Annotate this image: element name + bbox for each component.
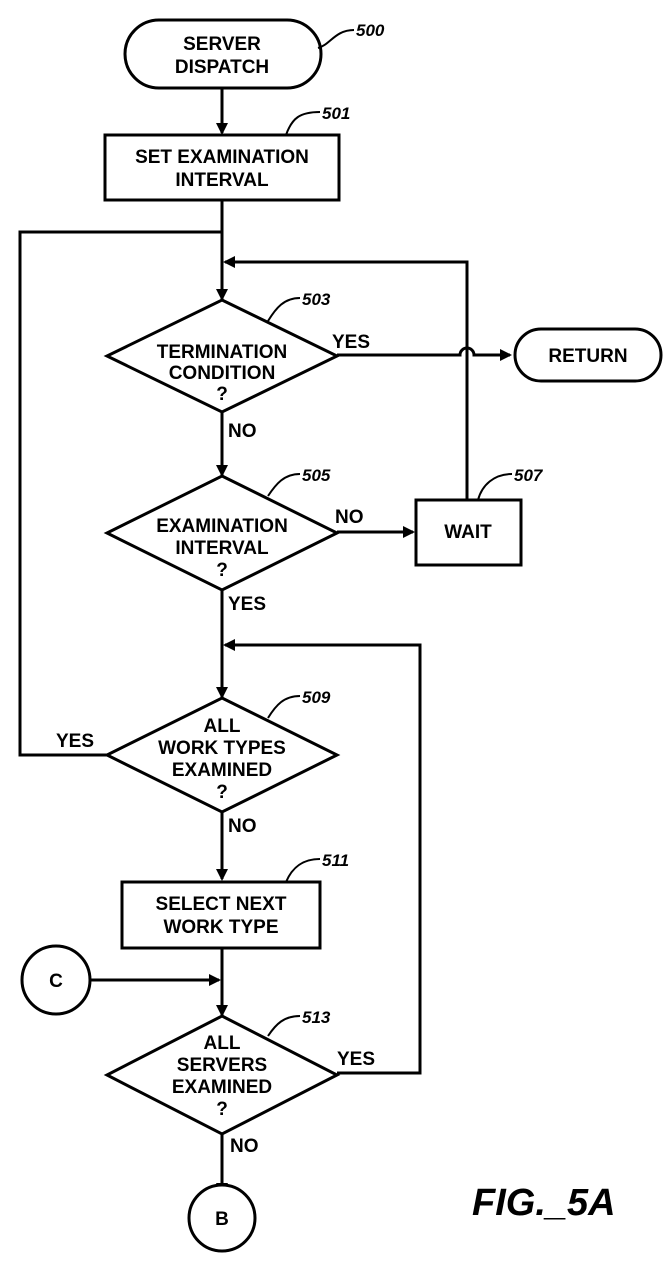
leader-509 [268,696,300,718]
start-terminal: SERVER DISPATCH [125,20,321,88]
exam-interval-line-1: EXAMINATION [156,516,288,537]
select-next-line-1: SELECT NEXT [156,894,287,915]
leader-503 [268,298,300,321]
set-interval-process: SET EXAMINATION INTERVAL [105,135,339,200]
connector-c-label: C [49,971,63,992]
servers-decision: ALL SERVERS EXAMINED ? [107,1016,337,1134]
leader-511 [286,859,320,882]
exam-interval-line-2: INTERVAL [175,538,269,559]
leader-513 [268,1016,300,1036]
ref-513: 513 [302,1008,331,1027]
set-interval-line-2: INTERVAL [175,170,269,191]
return-label: RETURN [548,346,627,367]
work-types-line-1: ALL [204,716,241,737]
termination-decision: TERMINATION CONDITION ? [107,300,337,412]
ref-500: 500 [356,21,385,40]
servers-line-3: EXAMINED [172,1077,272,1098]
exam-interval-line-3: ? [216,560,228,581]
select-next-process: SELECT NEXT WORK TYPE [122,882,320,948]
leader-501 [286,112,320,135]
connector-c: C [22,946,90,1014]
leader-505 [268,474,300,496]
label-work-types-no: NO [228,816,257,837]
work-types-line-2: WORK TYPES [158,738,286,759]
leader-507 [478,474,512,500]
return-terminal: RETURN [515,329,661,381]
servers-line-1: ALL [204,1033,241,1054]
ref-507: 507 [514,466,544,485]
label-servers-no: NO [230,1136,259,1157]
termination-line-2: CONDITION [169,363,276,384]
exam-interval-decision: EXAMINATION INTERVAL ? [107,476,337,590]
termination-line-3: ? [216,384,228,405]
figure-label: FIG._5A [472,1182,616,1224]
ref-501: 501 [322,104,350,123]
ref-511: 511 [322,851,349,870]
set-interval-line-1: SET EXAMINATION [135,147,309,168]
work-types-decision: ALL WORK TYPES EXAMINED ? [107,698,337,812]
label-termination-no: NO [228,421,257,442]
start-line-2: DISPATCH [175,57,269,78]
work-types-line-3: EXAMINED [172,760,272,781]
ref-505: 505 [302,466,331,485]
wait-label: WAIT [444,522,492,543]
servers-line-4: ? [216,1099,228,1120]
work-types-line-4: ? [216,782,228,803]
edges [20,88,510,1193]
termination-line-1: TERMINATION [157,342,288,363]
servers-line-2: SERVERS [177,1055,267,1076]
label-servers-yes: YES [337,1049,375,1070]
wait-process: WAIT [416,500,521,565]
leader-500 [318,30,354,48]
connector-b-label: B [215,1209,229,1230]
ref-509: 509 [302,688,331,707]
start-line-1: SERVER [183,34,261,55]
ref-503: 503 [302,290,331,309]
label-exam-interval-yes: YES [228,594,266,615]
select-next-line-2: WORK TYPE [163,917,278,938]
label-termination-yes: YES [332,332,370,353]
label-work-types-yes: YES [56,731,94,752]
label-exam-interval-no: NO [335,507,364,528]
connector-b: B [189,1185,255,1251]
